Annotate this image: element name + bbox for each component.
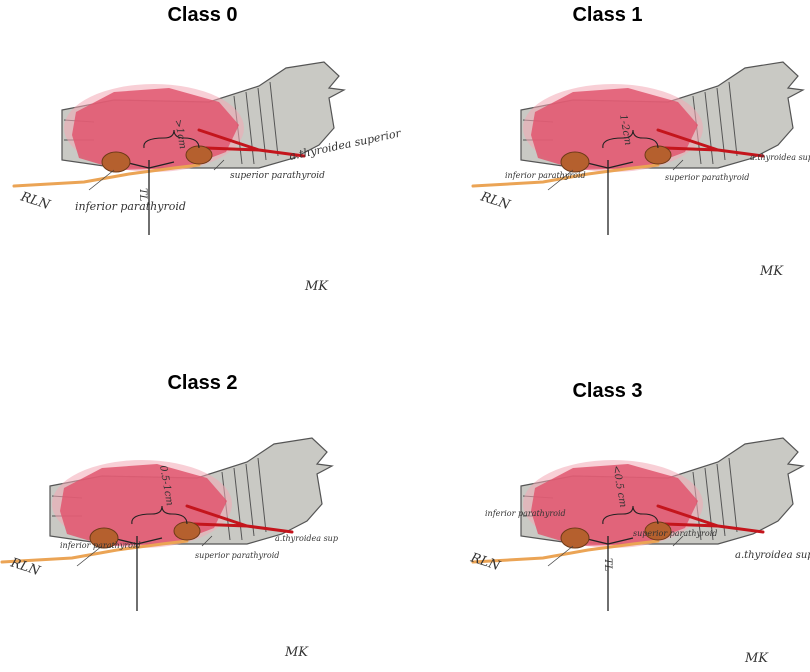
panel-title: Class 0	[167, 4, 238, 26]
superior-parathyroid	[185, 145, 213, 165]
superior-parathyroid-label: superior parathyroid	[665, 173, 749, 182]
thyroid-sketch: 0.5-1cm RLN inferior parathyroid superio…	[0, 437, 338, 660]
panel-class-0: Class 0 >1cm TL RLN inferior parathyroid…	[0, 0, 405, 336]
superior-parathyroid-label: superior parathyroid	[195, 551, 279, 560]
recurrent-laryngeal-nerve	[0, 539, 189, 564]
inferior-parathyroid	[560, 527, 590, 549]
artery-label: a.thyroidea superior	[735, 550, 810, 561]
recurrent-laryngeal-nerve	[471, 539, 660, 564]
artery-label: a.thyroidea sup	[750, 153, 810, 162]
signature: MK	[759, 264, 784, 279]
distance-brace	[602, 505, 659, 525]
recurrent-laryngeal-nerve	[471, 163, 660, 188]
superior-parathyroid-label: superior parathyroid	[230, 171, 325, 181]
distance-brace	[143, 129, 200, 149]
panel-title: Class 3	[572, 380, 643, 402]
tl-label: TL	[602, 558, 613, 572]
signature: MK	[744, 651, 769, 666]
superior-parathyroid-label: superior parathyroid	[633, 529, 717, 538]
signature: MK	[304, 279, 329, 294]
superior-parathyroid	[644, 145, 672, 165]
recurrent-laryngeal-nerve	[12, 163, 201, 188]
panel-class-3: Class 3 <0.5 cm TL RLN inferior parathyr…	[405, 336, 810, 672]
inferior-parathyroid	[101, 151, 131, 173]
rln-label: RLN	[478, 189, 513, 213]
inferior-parathyroid	[560, 151, 590, 173]
superior-parathyroid	[173, 521, 201, 541]
pointer-lines	[547, 159, 684, 191]
inferior-parathyroid	[89, 527, 119, 549]
pointer-lines	[76, 535, 213, 567]
inferior-parathyroid-label: inferior parathyroid	[505, 171, 586, 180]
thyroid-sketch: >1cm TL RLN inferior parathyroid superio…	[12, 61, 403, 294]
panel-class-2: Class 2 0.5-1cm RLN inferior parathyroid…	[0, 336, 405, 672]
superior-thyroid-artery	[197, 128, 306, 158]
inferior-parathyroid-label: inferior parathyroid	[75, 200, 186, 213]
distance-brace	[131, 505, 188, 525]
inferior-parathyroid-label: inferior parathyroid	[485, 509, 566, 518]
tl-label: TL	[137, 188, 148, 202]
distance-label: >1cm	[172, 119, 188, 150]
rln-label: RLN	[468, 550, 503, 574]
thyroid-sketch: <0.5 cm TL RLN inferior parathyroid supe…	[468, 437, 810, 666]
superior-thyroid-artery	[185, 504, 294, 534]
artery-label: a.thyroidea sup	[275, 534, 338, 543]
panel-title: Class 2	[167, 372, 238, 394]
superior-thyroid-artery	[656, 504, 765, 534]
thyroid-sketch: 1-2cm RLN inferior parathyroid superior …	[471, 61, 810, 279]
pointer-lines	[547, 535, 684, 567]
panel-title: Class 1	[572, 4, 643, 26]
pointer-lines	[88, 159, 225, 191]
inferior-parathyroid-label: inferior parathyroid	[60, 541, 141, 550]
distance-label: 1-2cm	[617, 114, 633, 147]
rln-label: RLN	[18, 189, 53, 213]
superior-thyroid-artery	[656, 128, 765, 158]
signature: MK	[284, 645, 309, 660]
panel-class-1: Class 1 1-2cm RLN inferior parathyroid s…	[405, 0, 810, 336]
distance-brace	[602, 129, 659, 149]
